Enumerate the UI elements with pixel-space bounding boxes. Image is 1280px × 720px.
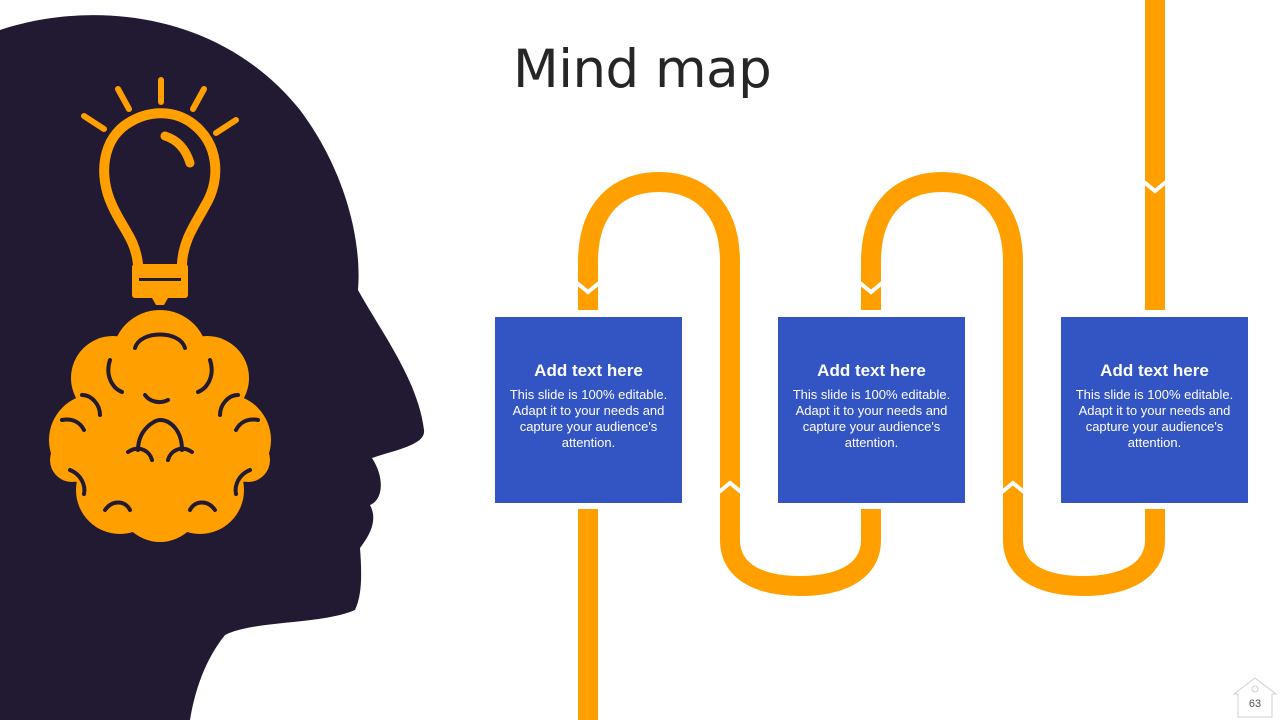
card-body: This slide is 100% editable. Adapt it to…	[792, 387, 951, 450]
card-body: This slide is 100% editable. Adapt it to…	[1075, 387, 1234, 450]
slide-title: Mind map	[513, 39, 772, 100]
orange-connector-path	[578, 0, 1165, 720]
page-number: 63	[1248, 698, 1262, 710]
text-card: Add text here This slide is 100% editabl…	[1061, 317, 1248, 503]
card-heading: Add text here	[534, 361, 643, 380]
card-body: This slide is 100% editable. Adapt it to…	[509, 387, 668, 450]
card-heading: Add text here	[1100, 361, 1209, 380]
path-chevrons	[575, 180, 1168, 494]
home-icon[interactable]	[1232, 676, 1278, 718]
brain-icon	[49, 310, 271, 542]
text-card: Add text here This slide is 100% editabl…	[778, 317, 965, 503]
lightbulb-icon	[81, 77, 239, 305]
text-card: Add text here This slide is 100% editabl…	[495, 317, 682, 503]
card-heading: Add text here	[817, 361, 926, 380]
